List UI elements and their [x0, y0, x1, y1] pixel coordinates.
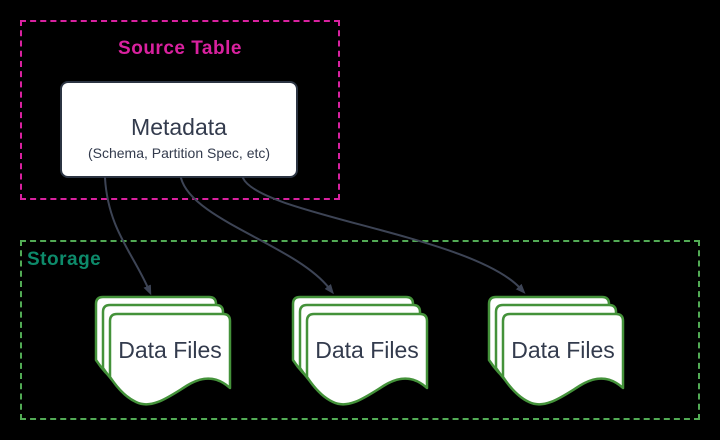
storage-label: Storage — [27, 249, 102, 270]
data-files-node-2: Data Files — [291, 295, 431, 413]
source-table-label: Source Table — [118, 38, 242, 59]
document-stack-icon — [291, 295, 429, 406]
metadata-node: Metadata (Schema, Partition Spec, etc) — [60, 81, 298, 178]
metadata-subtitle: (Schema, Partition Spec, etc) — [87, 145, 271, 161]
data-files-label: Data Files — [511, 337, 615, 363]
metadata-title: Metadata — [131, 114, 227, 140]
document-stack-icon — [94, 295, 232, 406]
data-files-node-1: Data Files — [94, 295, 234, 413]
data-files-label: Data Files — [315, 337, 419, 363]
data-files-label: Data Files — [118, 337, 222, 363]
document-stack-icon — [487, 295, 625, 406]
data-files-node-3: Data Files — [487, 295, 627, 413]
